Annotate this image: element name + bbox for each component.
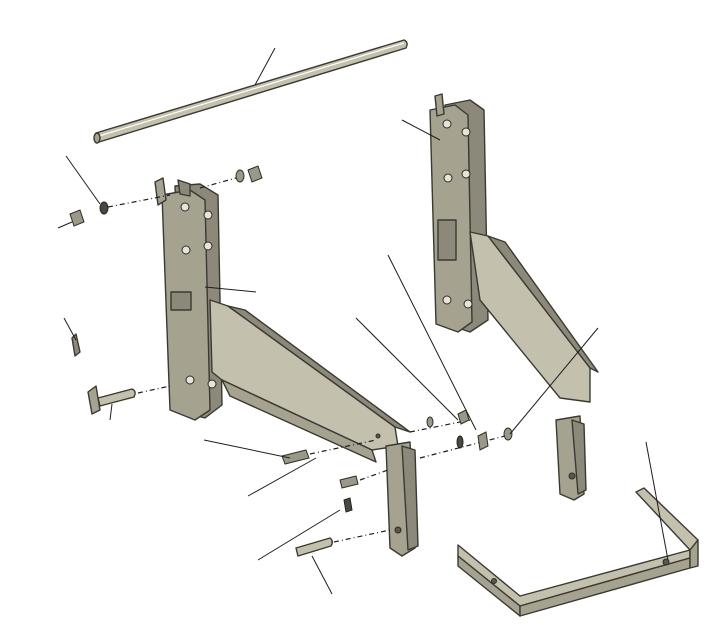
u-bracket bbox=[457, 487, 699, 617]
hitch-pin bbox=[71, 333, 171, 415]
lock-washer-icon bbox=[99, 201, 109, 215]
clip-icon bbox=[343, 497, 353, 513]
leader-lines bbox=[57, 47, 669, 595]
left-mast-frame bbox=[154, 177, 419, 557]
hardware-upper-left bbox=[69, 165, 263, 227]
bolt-icon bbox=[281, 449, 310, 465]
clevis-pin-icon bbox=[295, 537, 333, 557]
cross-tube bbox=[93, 39, 408, 144]
hex-nut-icon bbox=[247, 165, 263, 183]
hex-nut-icon bbox=[457, 409, 470, 425]
hex-nut-icon bbox=[69, 209, 85, 227]
bolt-icon bbox=[339, 475, 359, 489]
flat-washer-icon bbox=[235, 169, 245, 183]
right-mast-frame bbox=[429, 93, 599, 501]
lynch-pin-icon bbox=[71, 333, 81, 357]
bolt-icon bbox=[477, 431, 489, 451]
hardware-center bbox=[281, 409, 513, 557]
